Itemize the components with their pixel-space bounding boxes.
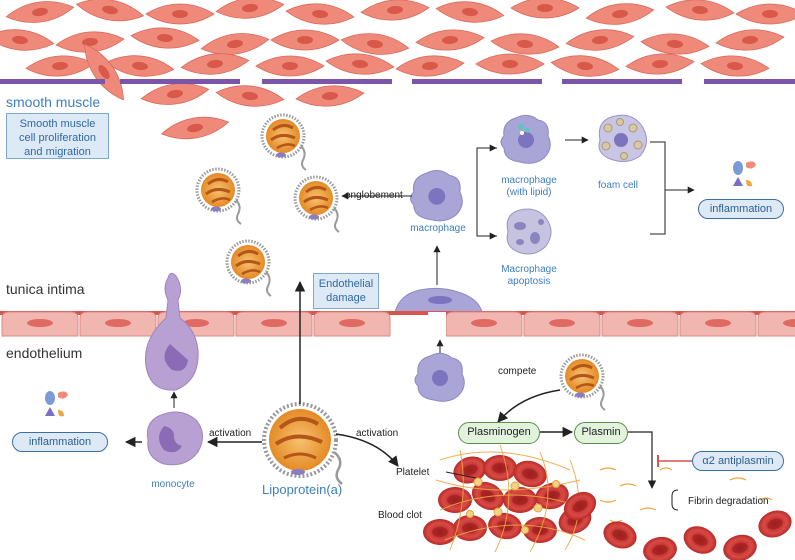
lipoprotein-compete <box>559 353 607 412</box>
smooth-muscle-label: smooth muscle <box>6 94 101 110</box>
monocyte-transmigrating <box>144 272 199 391</box>
endothelium-layer <box>0 311 795 338</box>
macrophage-with-lipid-cell <box>500 114 551 164</box>
cytokine-icons-left <box>45 391 68 417</box>
monocyte-label: monocyte <box>151 479 195 490</box>
macrophage-cell <box>410 170 463 222</box>
transmigrating-macrophage <box>394 287 483 313</box>
smooth-muscle-layer <box>0 0 795 145</box>
lipoprotein-a-center <box>262 402 343 485</box>
smooth-muscle-proliferation-box: Smooth muscle cell proliferation and mig… <box>6 113 109 159</box>
endothelium-label: endothelium <box>6 345 83 361</box>
macrophage-apoptosis-label: Macrophage apoptosis <box>501 264 557 287</box>
macrophage-apoptosis-cell <box>506 208 552 255</box>
plasmin-pill: Plasmin <box>574 422 628 444</box>
antiplasmin-pill: α2 antiplasmin <box>692 451 784 471</box>
platelet-label: Platelet <box>396 467 430 478</box>
plasminogen-pill: Plasminogen <box>458 422 540 444</box>
activation-right-label: activation <box>356 428 399 439</box>
activation-left-label: activation <box>209 428 252 439</box>
lumen-macrophage <box>414 352 465 402</box>
blood-clot-label: Blood clot <box>378 510 422 521</box>
intima-lipoproteins <box>195 113 341 298</box>
compete-label: compete <box>498 366 537 377</box>
basement-membrane <box>0 79 795 84</box>
inflammation-right-pill: inflammation <box>698 199 784 219</box>
macrophage-with-lipid-label: macrophage (with lipid) <box>501 175 557 198</box>
lipoprotein-a-label: Lipoprotein(a) <box>262 482 343 497</box>
foam-cell-label: foam cell <box>597 180 638 191</box>
foam-cell <box>598 114 647 162</box>
englobement-label: englobement <box>345 190 403 201</box>
macrophage-label: macrophage <box>410 223 466 234</box>
fibrin-degradation-label: Fibrin degradation <box>688 496 769 507</box>
fibrin-degradation-area <box>558 467 795 560</box>
endothelial-damage-box: Endothelial damage <box>313 273 379 309</box>
tunica-intima-label: tunica intima <box>6 281 85 297</box>
monocyte-cell <box>146 411 203 466</box>
cytokine-icons-right <box>733 161 756 187</box>
inflammation-left-pill: inflammation <box>12 432 108 452</box>
